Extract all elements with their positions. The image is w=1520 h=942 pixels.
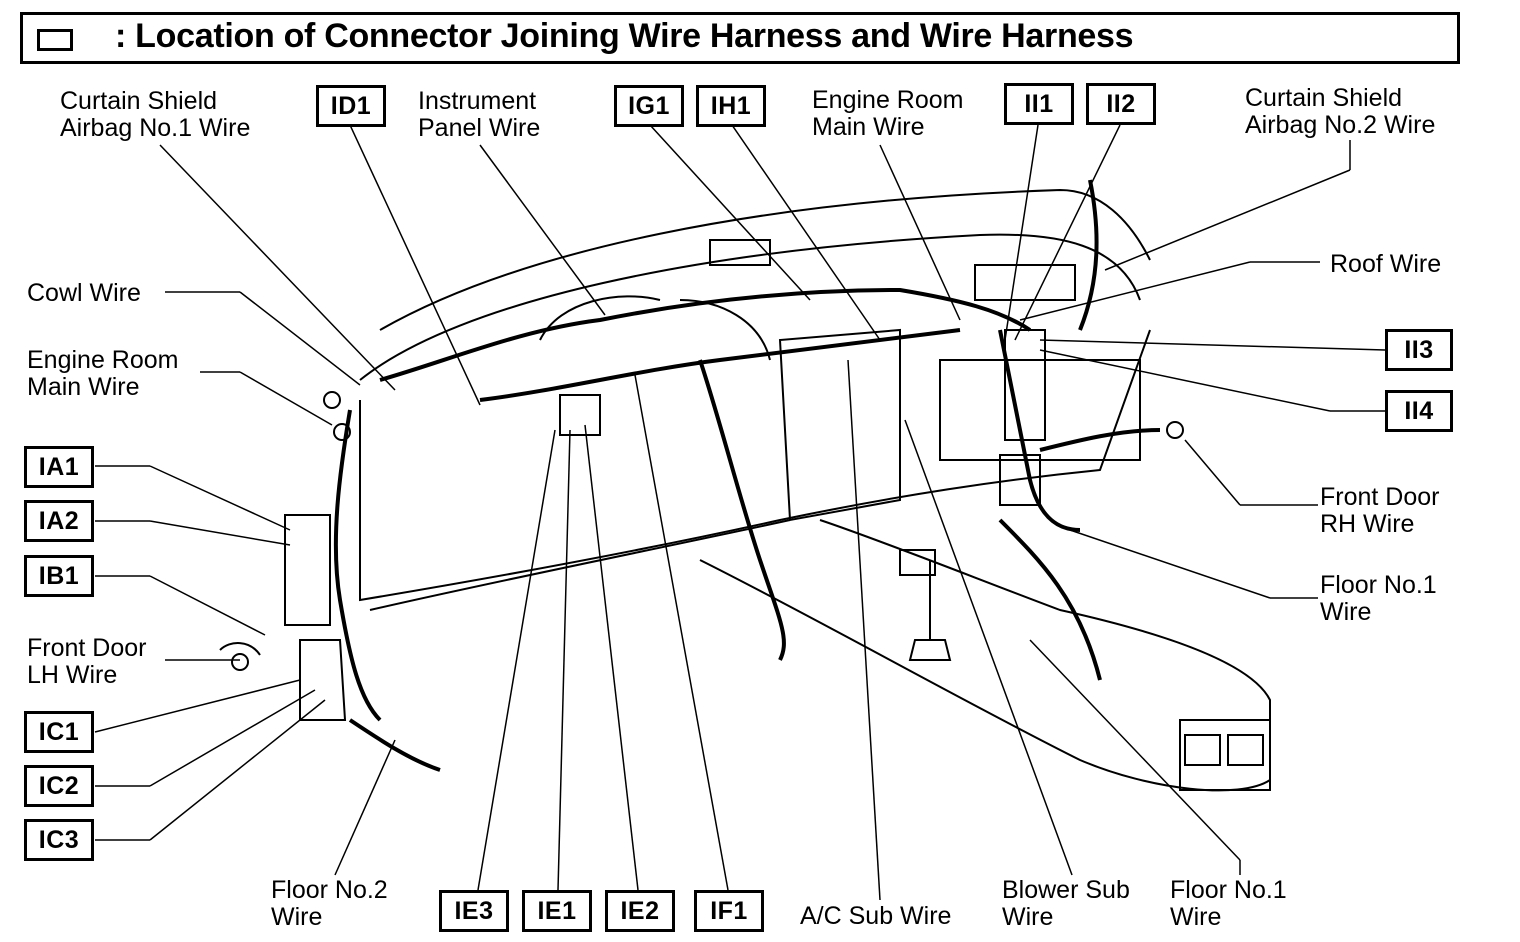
label-floor-no2-wire: Floor No.2 Wire	[271, 876, 388, 931]
connector-ii2: II2	[1086, 83, 1156, 125]
leader-engine-room-left-b	[239, 371, 333, 426]
connector-ii1: II1	[1004, 83, 1074, 125]
shifter	[908, 560, 952, 661]
console-front	[1179, 719, 1271, 791]
leader-blower-sub	[904, 419, 1073, 876]
leader-instrument-panel	[479, 144, 606, 316]
windshield-outline	[379, 188, 1151, 331]
label-engine-room-main-wire-top: Engine Room Main Wire	[812, 86, 964, 141]
label-instrument-panel-wire: Instrument Panel Wire	[418, 87, 541, 142]
dashboard-front-outline	[359, 329, 1151, 602]
label-blower-sub-wire: Blower Sub Wire	[1002, 876, 1130, 931]
connector-ie1: IE1	[522, 890, 592, 932]
connector-ib1: IB1	[24, 555, 94, 597]
dashboard-top-outline	[359, 233, 1141, 381]
label-curtain-shield-airbag-no2: Curtain Shield Airbag No.2 Wire	[1245, 84, 1436, 139]
leader-if1	[634, 374, 729, 891]
harness-floor-no1	[998, 518, 1102, 681]
page-title: : Location of Connector Joining Wire Har…	[115, 17, 1134, 55]
connector-legend-swatch	[37, 29, 73, 51]
leader-floor-no2	[334, 739, 396, 876]
leader-ic2-b	[149, 689, 316, 787]
label-front-door-lh-wire: Front Door LH Wire	[27, 634, 147, 689]
center-stack-outline	[778, 328, 901, 522]
grommet-rh-door	[1166, 421, 1184, 439]
console-vent-left	[1184, 734, 1221, 766]
grommet-upper	[323, 391, 341, 409]
grommet-lower	[333, 423, 351, 441]
door-plug-left	[219, 642, 261, 656]
harness-roof	[1078, 179, 1099, 331]
leader-ii1	[1004, 124, 1039, 341]
connector-ic2: IC2	[24, 765, 94, 807]
leader-ih1	[731, 124, 881, 341]
connector-ih1: IH1	[696, 85, 766, 127]
leader-ie3	[477, 429, 556, 891]
harness-left-drop	[333, 409, 382, 722]
leader-ia2-b	[149, 520, 291, 546]
connector-ic3: IC3	[24, 819, 94, 861]
leader-ib1-b	[149, 575, 266, 636]
title-frame: : Location of Connector Joining Wire Har…	[20, 12, 1460, 64]
leader-ii2	[1014, 124, 1121, 341]
connector-ie3: IE3	[439, 890, 509, 932]
label-cowl-wire: Cowl Wire	[27, 279, 141, 307]
harness-rh-door	[1039, 428, 1161, 452]
label-engine-room-main-wire-left: Engine Room Main Wire	[27, 346, 179, 401]
leader-ie2	[584, 424, 639, 891]
leader-curtain-no2b	[1104, 169, 1351, 271]
label-front-door-rh-wire: Front Door RH Wire	[1320, 483, 1440, 538]
connector-ii3: II3	[1385, 329, 1453, 371]
label-floor-no1-wire-right: Floor No.1 Wire	[1320, 571, 1437, 626]
leader-ic1	[94, 679, 301, 733]
leader-ic3-b	[149, 699, 326, 841]
connector-ii4: II4	[1385, 390, 1453, 432]
leader-ii3	[1039, 339, 1386, 351]
connector-ia1: IA1	[24, 446, 94, 488]
leader-floor-no1-right-b	[1069, 529, 1271, 599]
leader-ac-sub	[847, 359, 881, 901]
harness-floor-no2	[348, 718, 441, 772]
leader-roof-b	[1019, 261, 1251, 321]
glovebox-outline	[939, 359, 1141, 461]
leader-front-door-rh-b	[1184, 439, 1241, 506]
label-curtain-shield-airbag-no1: Curtain Shield Airbag No.1 Wire	[60, 87, 251, 142]
left-module	[284, 514, 331, 626]
leader-engine-room-top	[879, 144, 961, 321]
leader-curtain-no1	[159, 144, 396, 391]
connector-ic1: IC1	[24, 711, 94, 753]
grommet-lh-door	[231, 653, 249, 671]
leader-id1	[349, 124, 481, 406]
leader-cowl-b	[239, 291, 361, 386]
relay-blocks	[559, 239, 1076, 576]
connector-id1: ID1	[316, 85, 386, 127]
connector-ig1: IG1	[614, 85, 684, 127]
connector-if1: IF1	[694, 890, 764, 932]
gauge-arc-right	[679, 299, 771, 361]
leader-floor-no1-bottom-b	[1029, 639, 1241, 861]
leader-ig1	[649, 124, 811, 301]
main-harness-lower	[479, 328, 961, 402]
main-harness-top	[379, 287, 1032, 382]
connector-ie2: IE2	[605, 890, 675, 932]
leader-ie1	[557, 429, 571, 891]
label-floor-no1-wire-bottom: Floor No.1 Wire	[1170, 876, 1287, 931]
dash-lower-edge	[369, 519, 791, 611]
leader-ii4b	[1039, 349, 1331, 412]
label-ac-sub-wire: A/C Sub Wire	[800, 902, 952, 930]
console-vent-right	[1227, 734, 1264, 766]
harness-right-junction	[998, 329, 1081, 532]
connector-ia2: IA2	[24, 500, 94, 542]
harness-center-drop	[698, 359, 786, 661]
left-bracket	[299, 639, 347, 721]
label-roof-wire: Roof Wire	[1330, 250, 1442, 278]
leader-ia1-b	[149, 465, 291, 531]
